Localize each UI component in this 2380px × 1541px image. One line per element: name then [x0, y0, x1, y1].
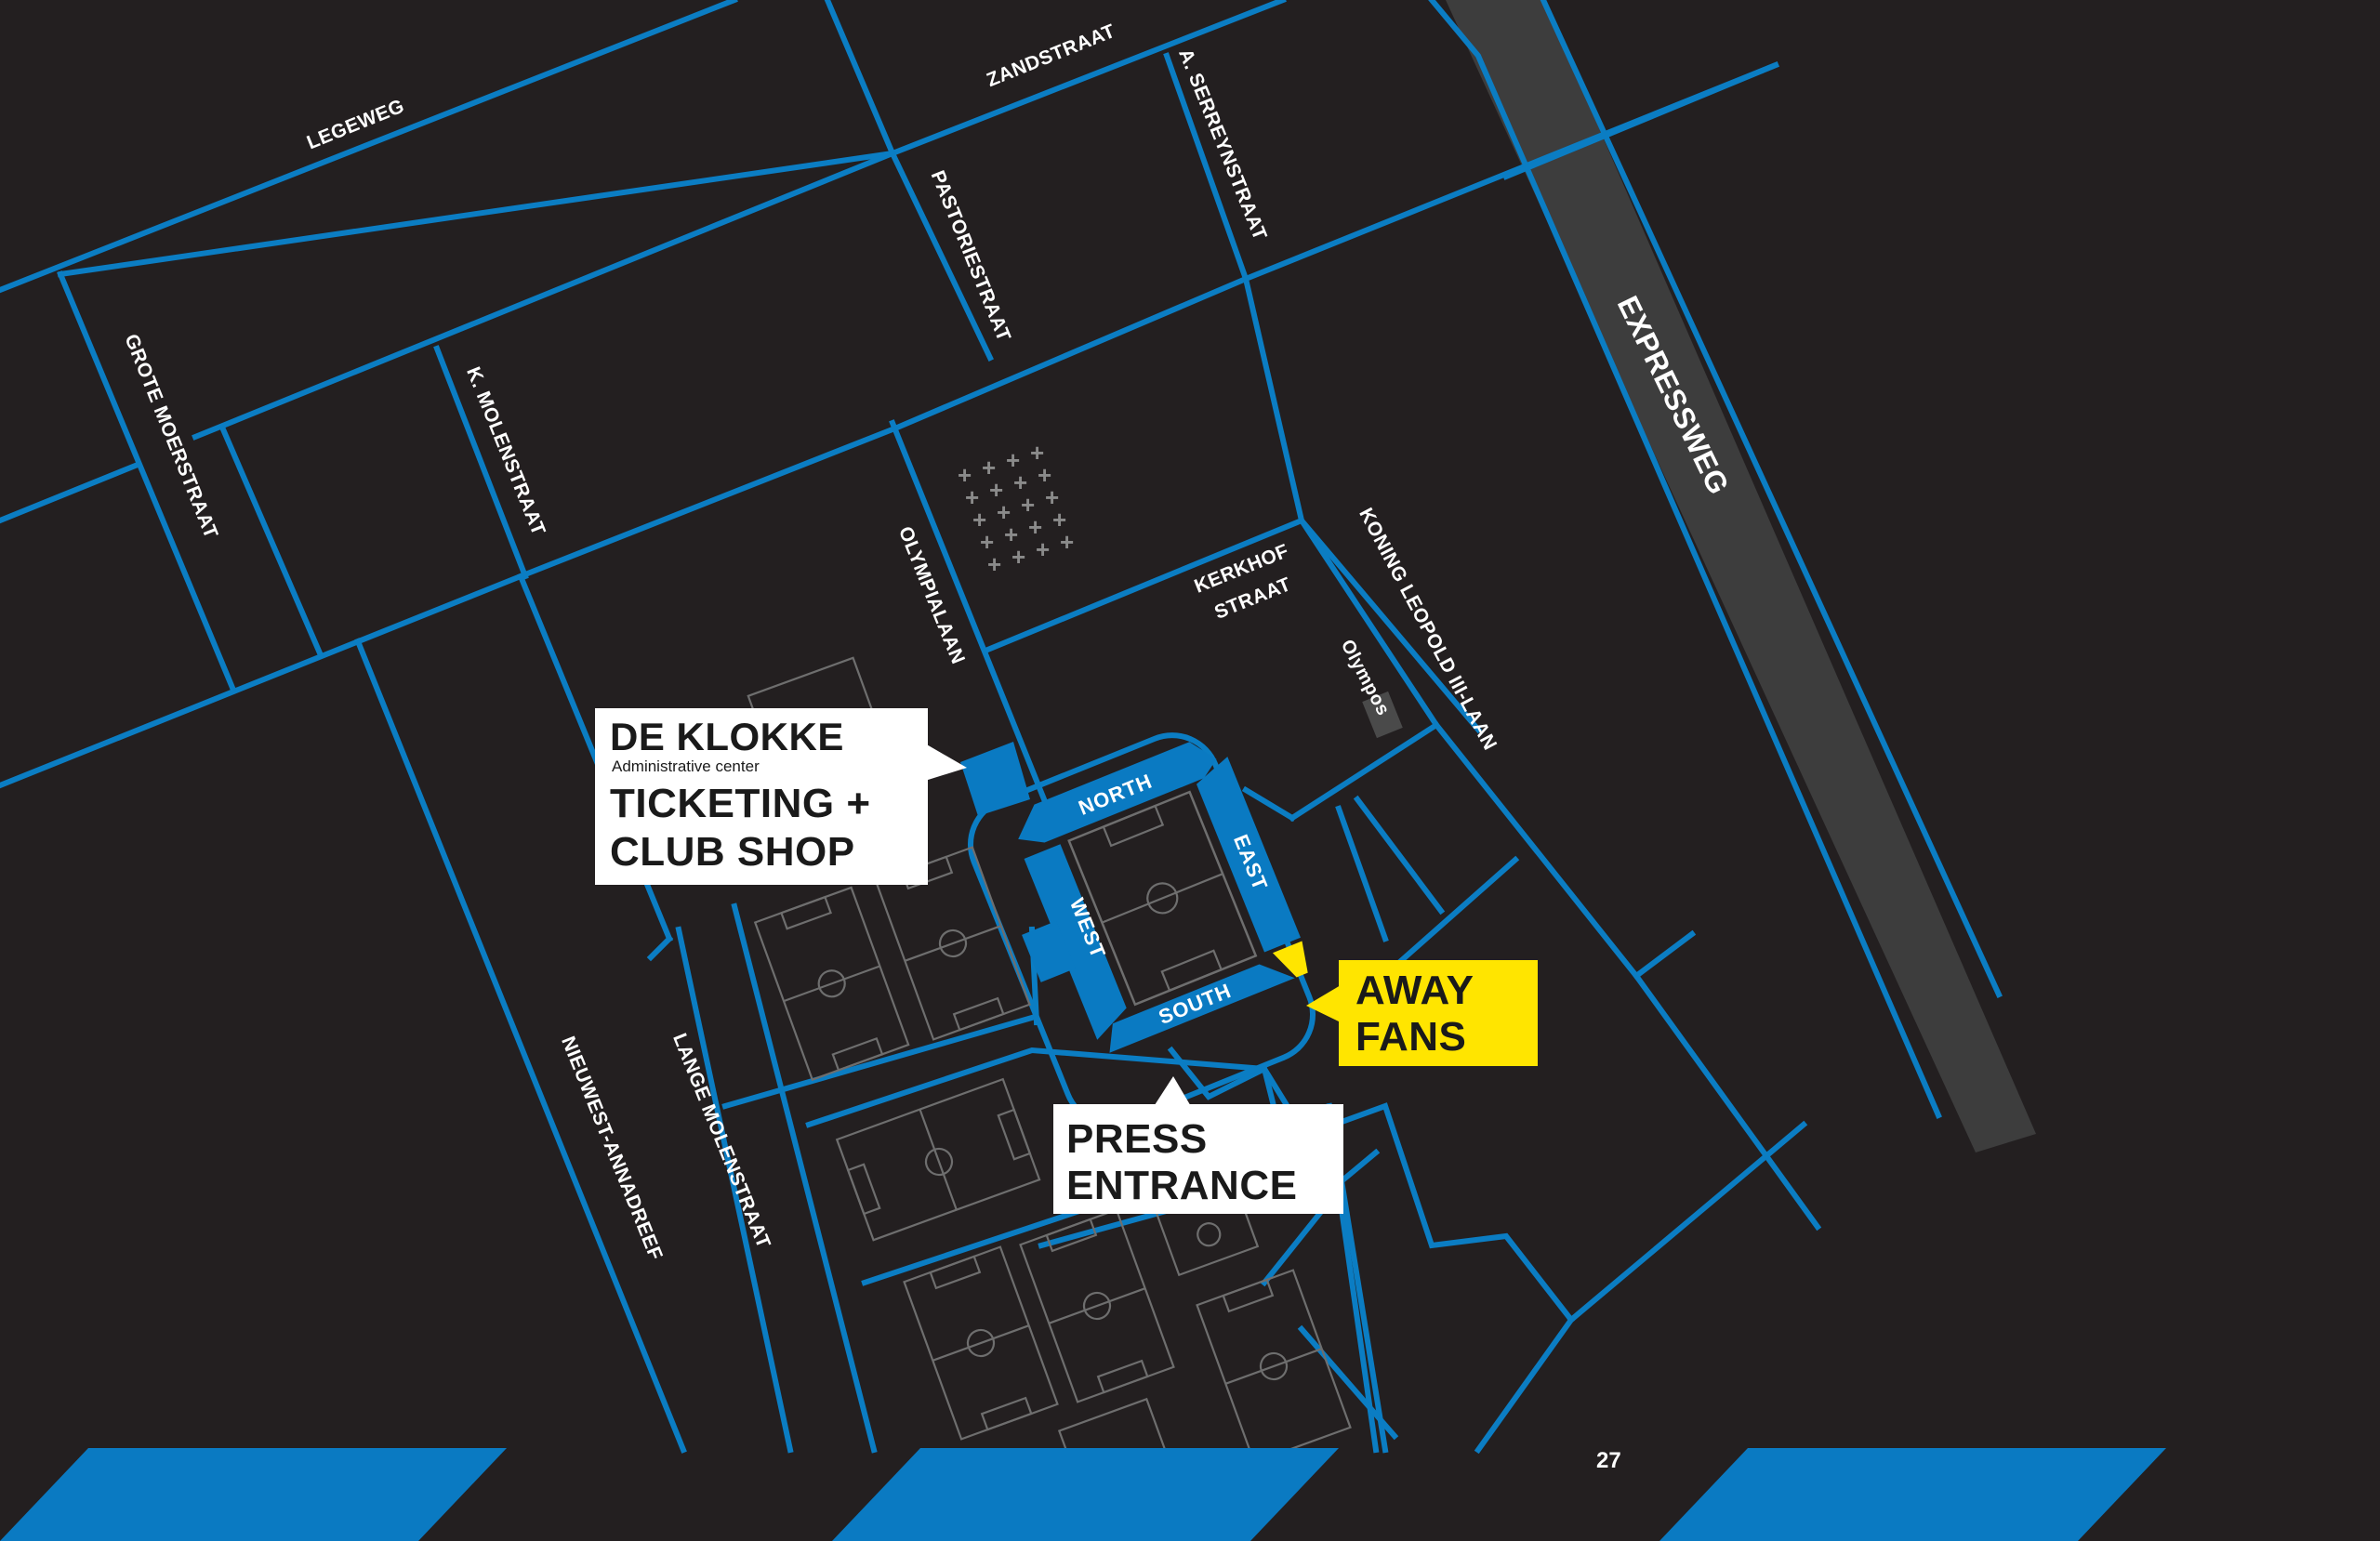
cross-icon: +	[965, 483, 979, 511]
ticketing-line2: CLUB SHOP	[610, 829, 855, 875]
footer-bands	[0, 1448, 2166, 1541]
street-zandstraat: ZANDSTRAAT	[984, 20, 1118, 91]
cross-icon: +	[1030, 439, 1044, 467]
press-entrance-callout: PRESS ENTRANCE	[1053, 1104, 1343, 1214]
cross-icon: +	[1052, 506, 1066, 533]
away-corner	[1272, 941, 1308, 978]
cross-icon: +	[1028, 513, 1042, 541]
away-fans-callout: AWAY FANS	[1339, 960, 1538, 1066]
east-stand	[1196, 757, 1301, 953]
cross-icon: +	[982, 454, 996, 481]
cross-icon: +	[1045, 483, 1059, 511]
page-number: 27	[1596, 1448, 1621, 1473]
west-stand	[1024, 844, 1127, 1040]
cross-icon: +	[1013, 468, 1027, 496]
cross-icon: +	[987, 550, 1001, 578]
cross-icon: +	[1004, 520, 1018, 548]
klokke-title: DE KLOKKE	[610, 715, 844, 758]
cemetery-crosses: ++++++++++++++++++++	[958, 439, 1074, 578]
klokke-subtitle: Administrative center	[612, 757, 760, 775]
olympos-building	[1362, 691, 1403, 739]
street-grote-moerstraat: GROTE MOERSTRAAT	[120, 331, 221, 542]
press-pointer	[1153, 1076, 1192, 1108]
away-line2: FANS	[1355, 1014, 1467, 1060]
cross-icon: +	[1060, 528, 1074, 556]
street-olympialaan: OLYMPIALAAN	[894, 523, 969, 667]
ticketing-line1: TICKETING +	[610, 781, 871, 826]
press-line2: ENTRANCE	[1066, 1163, 1298, 1208]
cross-icon: +	[1012, 543, 1025, 571]
street-lange-molenstraat: LANGE MOLENSTRAAT	[668, 1031, 774, 1252]
cross-icon: +	[997, 498, 1011, 526]
cross-icon: +	[972, 506, 986, 533]
street-legeweg: LEGEWEG	[304, 96, 407, 154]
expressway-band	[1446, 0, 2036, 1152]
de-klokke-building	[960, 742, 1030, 816]
cross-icon: +	[980, 528, 994, 556]
away-pointer	[1306, 985, 1341, 1022]
road-network	[0, 0, 2003, 1455]
press-line1: PRESS	[1066, 1116, 1208, 1162]
stadium: NORTH SOUTH EAST WEST	[1018, 742, 1308, 1053]
cross-icon: +	[958, 461, 972, 489]
south-stand	[1109, 964, 1295, 1053]
away-line1: AWAY	[1355, 968, 1474, 1013]
cross-icon: +	[1006, 446, 1020, 474]
west-annex	[1022, 920, 1076, 982]
street-nieuwest-annadreef: NIEUWEST-ANNADREEF	[557, 1034, 667, 1263]
cross-icon: +	[1036, 535, 1050, 563]
de-klokke-callout: DE KLOKKE Administrative center TICKETIN…	[595, 708, 928, 885]
cross-icon: +	[1021, 491, 1035, 519]
klokke-pointer	[925, 744, 967, 781]
cross-icon: +	[989, 476, 1003, 504]
north-stand	[1018, 742, 1217, 843]
cross-icon: +	[1038, 461, 1051, 489]
